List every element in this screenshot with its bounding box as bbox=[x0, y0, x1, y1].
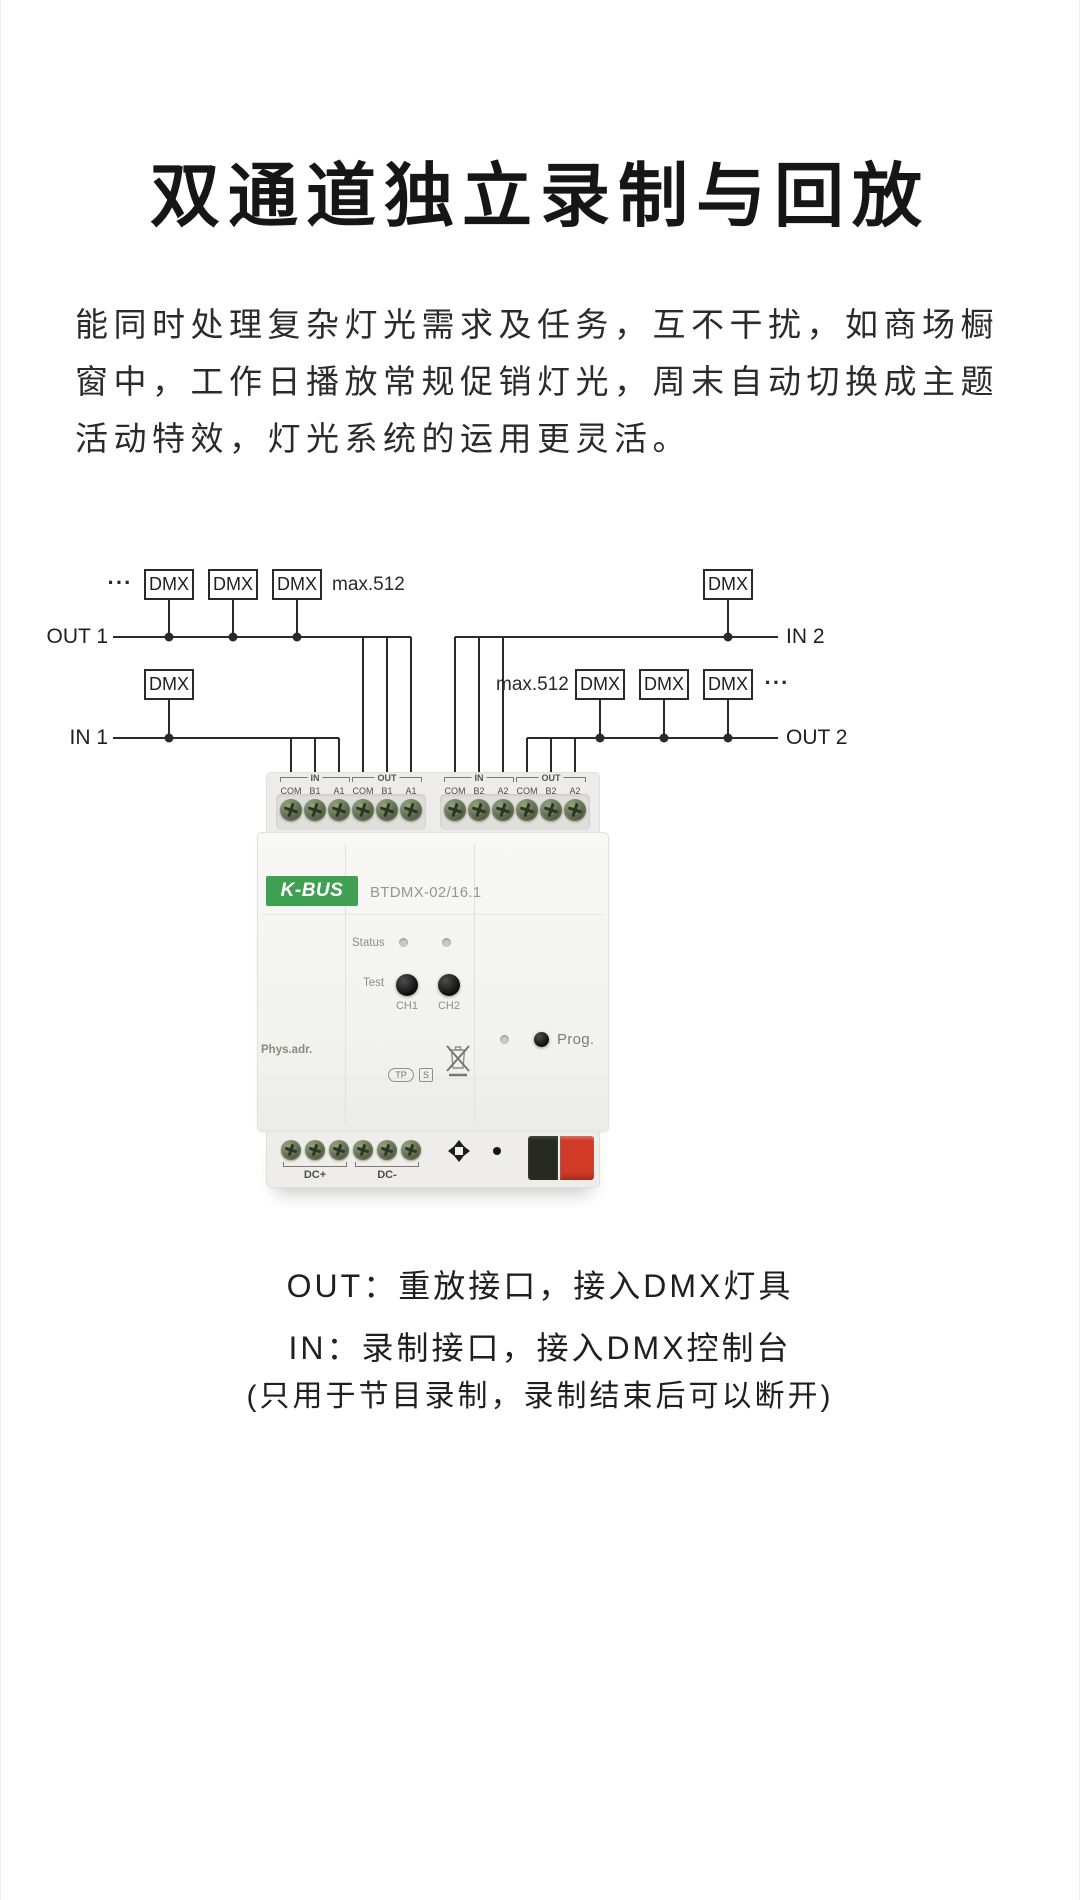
knx-connector bbox=[528, 1134, 594, 1182]
status-label: Status bbox=[352, 937, 385, 949]
dmx-node: DMX bbox=[208, 569, 258, 600]
pin-dot bbox=[493, 1147, 501, 1155]
note-record: (只用于节目录制，录制结束后可以断开) bbox=[246, 1380, 834, 1413]
terminal-label: B1 bbox=[309, 786, 321, 796]
dc-minus-label: DC- bbox=[377, 1169, 397, 1181]
s-mark: S bbox=[419, 1068, 433, 1082]
terminal-label: B1 bbox=[381, 786, 393, 796]
terminal-screw bbox=[352, 799, 374, 821]
dmx-node: DMX bbox=[144, 669, 194, 700]
dmx-node: DMX bbox=[272, 569, 322, 600]
dmx-node: DMX bbox=[575, 669, 625, 700]
terminal-screw bbox=[444, 799, 466, 821]
terminal-label: A2 bbox=[569, 786, 581, 796]
terminal-screw bbox=[468, 799, 490, 821]
page-left-edge bbox=[0, 0, 1, 1900]
ellipsis: ··· bbox=[764, 670, 790, 695]
terminal-screw bbox=[400, 799, 422, 821]
prog-led bbox=[500, 1035, 509, 1044]
out2-label: OUT 2 bbox=[786, 726, 848, 749]
in-bracket: IN bbox=[280, 774, 350, 783]
terminal-screw bbox=[492, 799, 514, 821]
test-label: Test bbox=[363, 977, 385, 989]
page-title: 双通道独立录制与回放 bbox=[150, 157, 930, 235]
ch2-label: CH2 bbox=[437, 1000, 460, 1012]
panel-seam bbox=[262, 1078, 604, 1079]
terminal-label: COM bbox=[516, 786, 538, 796]
tp-mark: TP bbox=[388, 1068, 414, 1082]
in-bracket-label: IN bbox=[471, 774, 487, 783]
weee-icon bbox=[446, 1045, 470, 1077]
ch1-label: CH1 bbox=[395, 1000, 418, 1012]
prog-button bbox=[534, 1032, 549, 1047]
max512-label: max.512 bbox=[496, 674, 569, 695]
terminal-label: B2 bbox=[545, 786, 557, 796]
out-bracket: OUT bbox=[516, 774, 586, 783]
out-bracket: OUT bbox=[352, 774, 422, 783]
terminal-screw bbox=[328, 799, 350, 821]
note-out: OUT：重放接口，接入DMX灯具 bbox=[286, 1268, 794, 1304]
dc-minus-bracket bbox=[355, 1162, 419, 1167]
dmx-node: DMX bbox=[144, 569, 194, 600]
panel-groove bbox=[345, 844, 346, 1124]
intro-text: 能同时处理复杂灯光需求及任务，互不干扰，如商场橱窗中，工作日播放常规促销灯光，周… bbox=[75, 306, 999, 457]
terminal-label: A1 bbox=[405, 786, 417, 796]
ch1-test-button bbox=[396, 974, 418, 996]
knx-connector-dark-half bbox=[528, 1136, 558, 1180]
terminal-label: COM bbox=[444, 786, 466, 796]
prog-label: Prog. bbox=[557, 1031, 595, 1048]
terminal-screw bbox=[281, 1140, 301, 1160]
terminal-label: COM bbox=[352, 786, 374, 796]
terminal-screw bbox=[377, 1140, 397, 1160]
out-bracket-label: OUT bbox=[374, 774, 400, 783]
dmx-node: DMX bbox=[703, 569, 753, 600]
status-led-ch1 bbox=[399, 938, 408, 947]
terminal-screw bbox=[516, 799, 538, 821]
in-bracket-label: IN bbox=[307, 774, 323, 783]
in2-label: IN 2 bbox=[786, 625, 825, 648]
phys-adr-label: Phys.adr. bbox=[261, 1044, 313, 1056]
terminal-screw bbox=[305, 1140, 325, 1160]
max512-label: max.512 bbox=[332, 574, 405, 595]
terminal-screw bbox=[564, 799, 586, 821]
terminal-screw bbox=[280, 799, 302, 821]
panel-groove bbox=[474, 844, 475, 1124]
in-bracket: IN bbox=[444, 774, 514, 783]
ellipsis: ··· bbox=[107, 570, 133, 595]
terminal-screw bbox=[304, 799, 326, 821]
ch2-test-button bbox=[438, 974, 460, 996]
terminal-screw bbox=[353, 1140, 373, 1160]
dc-plus-label: DC+ bbox=[303, 1169, 327, 1181]
terminal-screw bbox=[376, 799, 398, 821]
out1-label: OUT 1 bbox=[46, 625, 108, 648]
out-bracket-label: OUT bbox=[538, 774, 564, 783]
status-led-ch2 bbox=[442, 938, 451, 947]
terminal-screw bbox=[329, 1140, 349, 1160]
terminal-label: COM bbox=[280, 786, 302, 796]
panel-seam bbox=[262, 914, 604, 915]
terminal-screw bbox=[540, 799, 562, 821]
dmx-node: DMX bbox=[703, 669, 753, 700]
terminal-label: A2 bbox=[497, 786, 509, 796]
terminal-label: B2 bbox=[473, 786, 485, 796]
kbus-logo: K-BUS bbox=[266, 876, 358, 906]
dc-plus-bracket bbox=[283, 1162, 347, 1167]
dmx-node: DMX bbox=[639, 669, 689, 700]
rail-release-icon bbox=[448, 1140, 470, 1162]
terminal-screw bbox=[401, 1140, 421, 1160]
note-in: IN：录制接口，接入DMX控制台 bbox=[288, 1330, 792, 1366]
model-label: BTDMX-02/16.1 bbox=[370, 884, 482, 901]
in1-label: IN 1 bbox=[69, 726, 108, 749]
terminal-label: A1 bbox=[333, 786, 345, 796]
knx-connector-red-half bbox=[560, 1136, 594, 1180]
